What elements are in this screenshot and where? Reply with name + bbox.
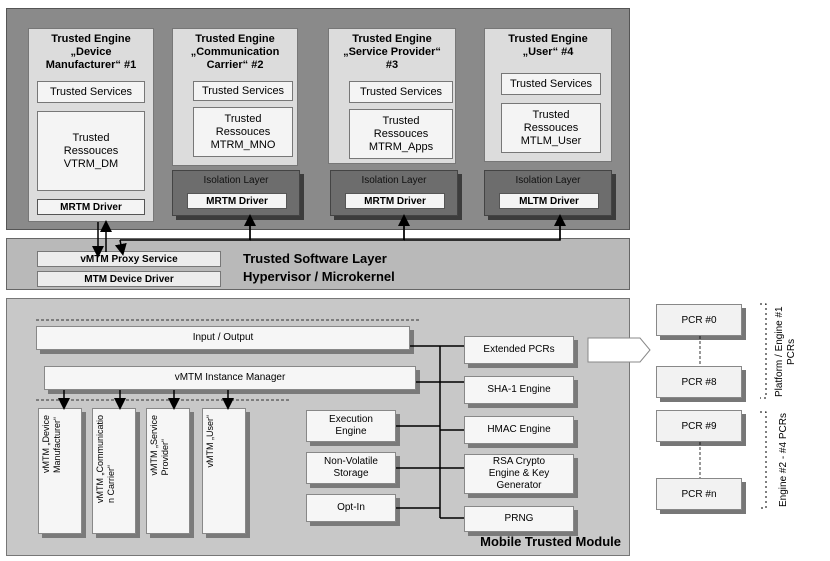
software-layer-title: Trusted Software Layer — [243, 251, 387, 266]
isolation-layer-4: Isolation Layer MLTM Driver — [484, 170, 612, 216]
mtm-device-driver: MTM Device Driver — [37, 271, 221, 287]
engine-1-driver: MRTM Driver — [37, 199, 145, 215]
extended-pcrs: Extended PCRs — [464, 336, 574, 364]
prng: PRNG — [464, 506, 574, 532]
vmtm-instance-device-manufacturer: vMTM „Device Manufacturer“ — [38, 408, 82, 534]
engine-4-driver: MLTM Driver — [499, 193, 599, 209]
opt-in: Opt-In — [306, 494, 396, 522]
vmtm-instance-communication-carrier: vMTM „Communicatio n Carrier“ — [92, 408, 136, 534]
vmtm-proxy-service: vMTM Proxy Service — [37, 251, 221, 267]
engine-4-title: Trusted Engine„User“ #4 — [508, 33, 588, 58]
engine-3-services: Trusted Services — [349, 81, 453, 103]
pcr-8: PCR #8 — [656, 366, 742, 398]
engine-2-services: Trusted Services — [193, 81, 293, 101]
engine-1-services: Trusted Services — [37, 81, 145, 103]
hmac-engine: HMAC Engine — [464, 416, 574, 444]
engine-3-title: Trusted Engine„Service Provider“#3 — [343, 33, 441, 71]
isolation-layer-3: Isolation Layer MRTM Driver — [330, 170, 458, 216]
engine-3-driver: MRTM Driver — [345, 193, 445, 209]
input-output: Input / Output — [36, 326, 410, 350]
trusted-engine-4: Trusted Engine„User“ #4 Trusted Services… — [484, 28, 612, 162]
sha1-engine: SHA-1 Engine — [464, 376, 574, 404]
engine-4-services: Trusted Services — [501, 73, 601, 95]
software-layer-subtitle: Hypervisor / Microkernel — [243, 269, 395, 284]
trusted-software-layer: vMTM Proxy Service MTM Device Driver Tru… — [6, 238, 630, 290]
vmtm-instance-manager: vMTM Instance Manager — [44, 366, 416, 390]
vmtm-instance-service-provider: vMTM „Service Provider“ — [146, 408, 190, 534]
pcr-n: PCR #n — [656, 478, 742, 510]
engine-2-driver: MRTM Driver — [187, 193, 287, 209]
mtm-title: Mobile Trusted Module — [480, 534, 621, 549]
pcr-9: PCR #9 — [656, 410, 742, 442]
trusted-engine-3: Trusted Engine„Service Provider“#3 Trust… — [328, 28, 456, 164]
pcr-0: PCR #0 — [656, 304, 742, 336]
isolation-layer-2: Isolation Layer MRTM Driver — [172, 170, 300, 216]
